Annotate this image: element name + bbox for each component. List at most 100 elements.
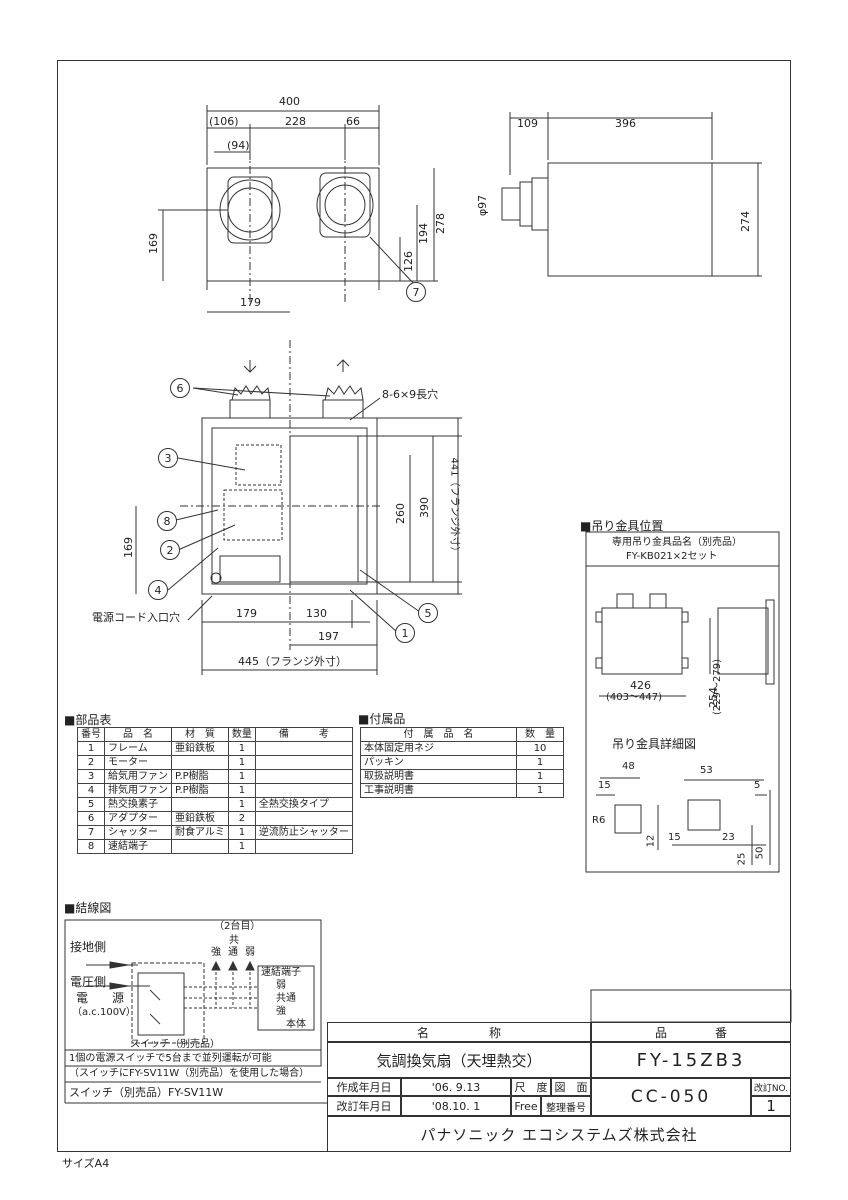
paper-size: サイズA4 <box>62 1157 110 1170</box>
accessories-cell: 1 <box>516 755 564 770</box>
tb-scale: Free <box>511 1096 541 1116</box>
callout-2: 2 <box>160 540 180 560</box>
parts-title: ■部品表 <box>64 713 112 727</box>
callout-3: 3 <box>158 448 178 468</box>
parts-cell <box>254 755 353 770</box>
parts-cell: 亜鉛鉄板 <box>171 811 229 826</box>
parts-cell <box>254 783 353 798</box>
parts-cell: アダプター <box>104 811 172 826</box>
dim-130: 130 <box>306 607 327 620</box>
callout-4: 4 <box>148 580 168 600</box>
callout-7: 7 <box>406 282 426 302</box>
wiring-note1: 1個の電源スイッチで5台まで並列運転が可能 <box>69 1053 272 1064</box>
accessories-cell: 1 <box>516 783 564 798</box>
parts-cell <box>254 839 353 854</box>
parts-cell: 1 <box>227 741 256 756</box>
callout-5: 5 <box>418 603 438 623</box>
accessories-header-cell: 付 属 品 名 <box>359 727 518 742</box>
dim-274: 274 <box>739 211 752 232</box>
dim-400: 400 <box>279 95 300 108</box>
parts-cell: P.P樹脂 <box>171 783 229 798</box>
accessories-cell: パッキン <box>359 755 518 770</box>
dim-15a: 15 <box>598 780 611 791</box>
wiring-voltage: 電圧側 <box>70 975 107 989</box>
accessories-cell: 本体固定用ネジ <box>359 741 518 756</box>
parts-cell: 熱交換素子 <box>104 797 172 812</box>
dim-15b: 15 <box>668 832 681 843</box>
callout-8: 8 <box>157 511 177 531</box>
callout-1: 1 <box>395 623 415 643</box>
parts-header-cell: 番号 <box>77 727 105 742</box>
dim-254-range: (229～279) <box>711 659 723 715</box>
parts-cell: 1 <box>227 783 256 798</box>
tb-model-label: 品 番 <box>591 1022 791 1042</box>
accessories-title: ■付属品 <box>358 712 406 726</box>
dim-194: 194 <box>417 223 430 244</box>
parts-cell: 速結端子 <box>104 839 172 854</box>
dim-179-plan: 179 <box>236 607 257 620</box>
parts-cell: 亜鉛鉄板 <box>171 741 229 756</box>
parts-cell: 7 <box>77 825 105 840</box>
parts-header-cell: 備 考 <box>254 727 353 742</box>
dim-179-front: 179 <box>240 296 261 309</box>
tb-scale-label: 尺 度 <box>511 1078 551 1096</box>
wiring-note2: （スイッチにFY-SV11W（別売品）を使用した場合） <box>69 1068 310 1079</box>
hanger-box <box>585 531 780 873</box>
parts-cell <box>171 755 229 770</box>
parts-cell: モーター <box>104 755 172 770</box>
power-cord-label: 電源コード入口穴 <box>92 611 180 624</box>
dim-slot: 8-6×9長穴 <box>382 388 439 401</box>
wiring-t-strong: 強 <box>276 1006 286 1017</box>
parts-cell: 4 <box>77 783 105 798</box>
parts-cell: 6 <box>77 811 105 826</box>
wiring-t-common: 共通 <box>276 993 296 1004</box>
parts-cell: 8 <box>77 839 105 854</box>
wiring-two-units: （2台目） <box>214 921 261 932</box>
dim-126: 126 <box>402 251 415 272</box>
parts-cell <box>171 797 229 812</box>
dim-445: 445（フランジ外寸） <box>238 655 347 668</box>
wiring-ac: （a.c.100V） <box>72 1007 136 1018</box>
hanger-detail-title: 吊り金具詳細図 <box>612 737 697 751</box>
dim-r6: R6 <box>592 815 606 826</box>
dim-228: 228 <box>285 115 306 128</box>
tb-model: FY-15ZB3 <box>591 1042 791 1078</box>
dim-278: 278 <box>434 213 447 234</box>
tb-revised-date: '08.10. 1 <box>401 1096 511 1116</box>
parts-cell: 3 <box>77 769 105 784</box>
wiring-ground: 接地側 <box>70 940 107 954</box>
side-view-body <box>547 162 713 277</box>
wiring-switch-model: スイッチ（別売品）FY-SV11W <box>69 1086 224 1099</box>
front-view-body <box>206 167 380 282</box>
tb-rev-no: 1 <box>751 1096 791 1116</box>
wiring-title: ■結線図 <box>64 901 112 915</box>
wiring-common: 共 <box>229 935 239 946</box>
title-block: 名 称 品 番 気調換気扇（天埋熱交） FY-15ZB3 作成年月日 '06. … <box>327 1022 791 1152</box>
parts-cell <box>171 839 229 854</box>
accessories-cell: 1 <box>516 769 564 784</box>
accessories-cell: 取扱説明書 <box>359 769 518 784</box>
tb-revised-label: 改訂年月日 <box>327 1096 401 1116</box>
dim-197: 197 <box>318 630 339 643</box>
parts-cell: 1 <box>227 839 256 854</box>
dim-441: 441（フランジ外寸） <box>448 457 460 557</box>
parts-cell: 給気用ファン <box>104 769 172 784</box>
parts-cell: 排気用ファン <box>104 783 172 798</box>
dim-66: 66 <box>346 115 360 128</box>
dim-94: (94) <box>227 139 250 152</box>
parts-cell: 5 <box>77 797 105 812</box>
parts-cell: フレーム <box>104 741 172 756</box>
parts-cell: 2 <box>227 811 256 826</box>
dim-260: 260 <box>394 503 407 524</box>
parts-cell: 1 <box>227 825 256 840</box>
